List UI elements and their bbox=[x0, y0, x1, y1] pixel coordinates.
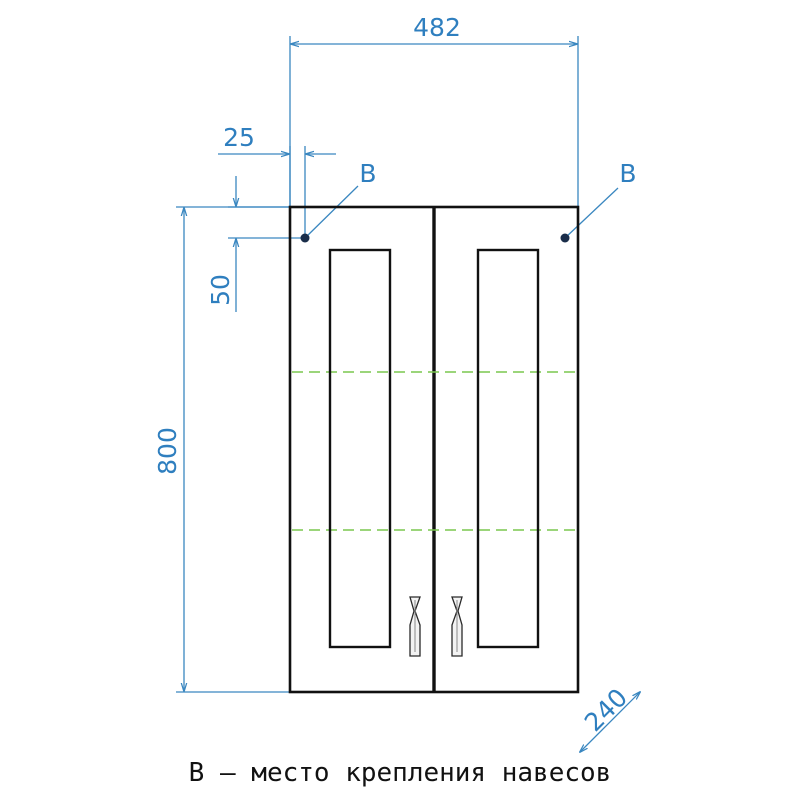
hinge-marker-right-label: B bbox=[619, 159, 636, 188]
height-dimension-label: 800 bbox=[153, 427, 182, 475]
depth-dimension-line bbox=[580, 692, 640, 752]
left-door bbox=[328, 248, 421, 657]
hinge-marker-right-leader bbox=[564, 187, 619, 239]
legend-caption: B – место крепления навесов bbox=[188, 758, 612, 788]
height-dimension: 800 bbox=[153, 206, 290, 693]
right-door-panel bbox=[476, 248, 540, 649]
hinge-marker-right: B bbox=[560, 159, 637, 243]
right-door-handle bbox=[451, 596, 463, 657]
left-door-panel bbox=[328, 248, 392, 649]
hinge-marker-left: B bbox=[300, 159, 377, 243]
left-door-handle bbox=[409, 596, 421, 657]
hinge-point-right bbox=[560, 233, 570, 243]
depth-dimension-label: 240 bbox=[579, 683, 633, 737]
cabinet-body bbox=[288, 205, 580, 694]
depth-dimension: 240 bbox=[579, 683, 640, 752]
hinge-offset-label: 25 bbox=[223, 123, 255, 152]
hinge-offset-dimension: 25 bbox=[218, 123, 336, 238]
width-dimension: 482 bbox=[289, 13, 579, 206]
hinge-drop-label: 50 bbox=[206, 274, 235, 306]
right-door bbox=[451, 248, 540, 657]
hinge-point-left bbox=[300, 233, 310, 243]
hinge-marker-left-label: B bbox=[359, 159, 376, 188]
hinge-marker-left-leader bbox=[304, 185, 359, 239]
width-dimension-label: 482 bbox=[413, 13, 461, 42]
